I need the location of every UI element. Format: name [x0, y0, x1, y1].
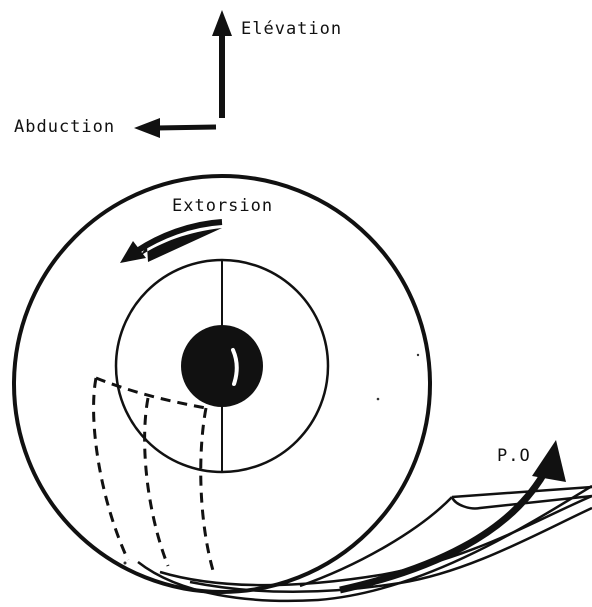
- po-arrow-icon: [339, 440, 566, 594]
- pupil-highlight: [231, 348, 239, 386]
- po-label: P.O: [497, 446, 531, 466]
- globe-outline: [12, 174, 432, 594]
- muscle-dashed-course: [92, 376, 216, 575]
- extorsion-label: Extorsion: [172, 196, 274, 216]
- abduction-arrow-icon: [134, 118, 217, 138]
- oblique-muscle-band: [137, 484, 592, 603]
- elevation-arrow-icon: [212, 10, 232, 118]
- pupil: [181, 325, 263, 407]
- paper-specks: [123, 353, 420, 565]
- abduction-label: Abduction: [14, 117, 116, 137]
- extorsion-arrow-icon: [120, 219, 223, 263]
- elevation-label: Elévation: [241, 19, 343, 39]
